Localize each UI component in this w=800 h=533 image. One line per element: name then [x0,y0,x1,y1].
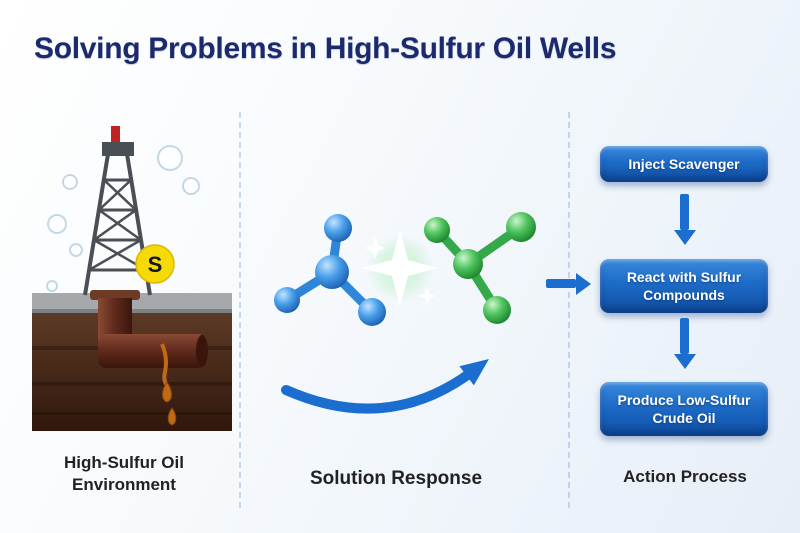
left-column-label-line2: Environment [72,475,176,495]
flow-arrow-right-icon [546,279,576,288]
middle-column-label: Solution Response [309,468,483,489]
bubbles-icon [46,145,200,292]
oil-pipe [90,290,208,368]
flow-step-react-with-sulfur: React with Sulfur Compounds [600,259,768,314]
oil-well-scene: S [32,126,232,431]
blue-molecule-icon [274,214,386,326]
curved-arrow-icon [281,358,489,414]
left-column-label: High-Sulfur Oil Environment [18,452,230,496]
column-divider-right [568,112,570,508]
left-column-label-line1: High-Sulfur Oil [64,453,184,472]
oil-drips-icon [160,343,177,426]
page-title: Solving Problems in High-Sulfur Oil Well… [34,32,617,65]
green-molecule-icon [424,212,536,324]
flow-step-label: Inject Scavenger [628,156,740,172]
flow-step-inject-scavenger: Inject Scavenger [600,146,768,183]
flow-step-label: Produce Low-Sulfur Crude Oil [617,392,751,427]
reaction-scene [274,212,536,326]
column-divider-left [239,112,241,508]
right-column-label: Action Process [623,467,747,486]
reaction-sparkle-icon [362,230,438,306]
flow-arrow-down-icon [680,194,689,230]
sulfur-badge: S [135,244,175,284]
flow-arrow-down-icon [680,318,689,354]
flow-step-label: React with Sulfur Compounds [626,269,742,304]
flow-step-produce-low-sulfur: Produce Low-Sulfur Crude Oil [600,382,768,437]
sulfur-symbol: S [148,252,163,277]
